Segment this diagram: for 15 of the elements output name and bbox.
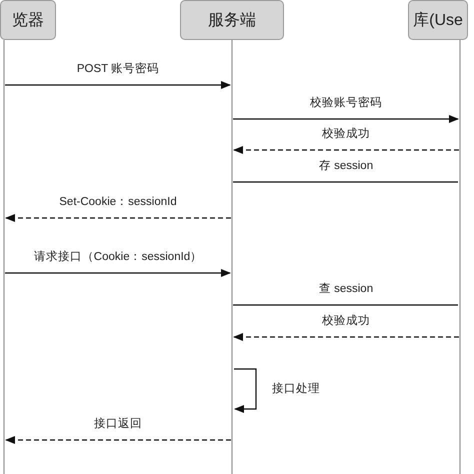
edge-label: 查 session	[316, 282, 376, 296]
message-arrow	[5, 214, 231, 222]
message-arrow	[234, 368, 257, 413]
edge-label: 校验账号密码	[308, 96, 384, 110]
edge-label: 接口处理	[270, 382, 322, 396]
message-arrow	[5, 436, 231, 444]
participant-box: 览器	[0, 0, 56, 40]
message-arrow	[233, 146, 459, 154]
message-arrow	[233, 115, 459, 123]
participant-box: 库(Use	[408, 0, 468, 40]
message-arrow	[5, 81, 231, 89]
edge-label: 存 session	[316, 159, 376, 173]
message-arrow	[233, 333, 459, 341]
message-arrow	[5, 269, 231, 277]
participant-box: 服务端	[180, 0, 284, 40]
